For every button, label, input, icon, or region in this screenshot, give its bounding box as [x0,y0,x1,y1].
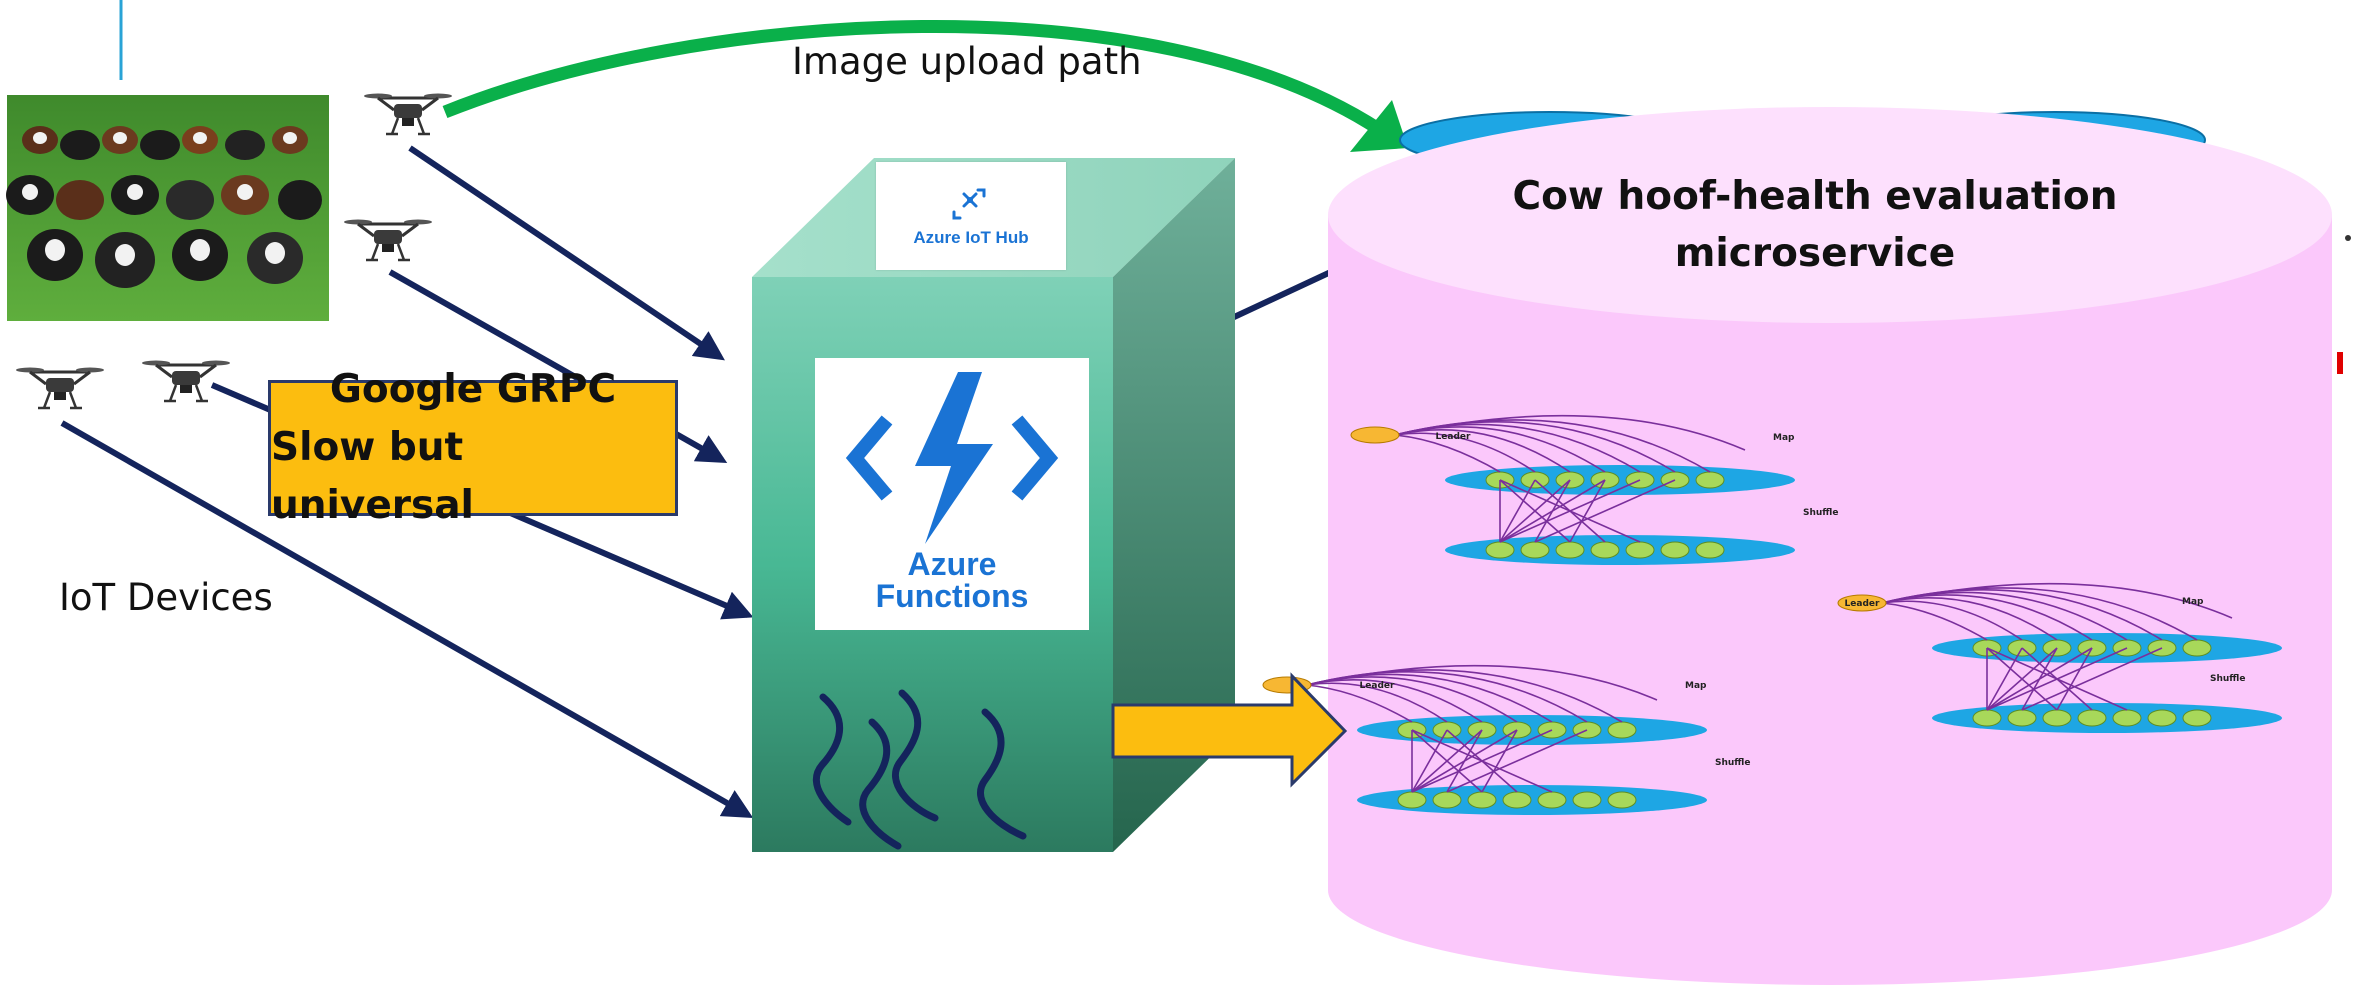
drone-icon [14,366,106,410]
shuffle-label: Shuffle [2210,674,2245,684]
grpc-subtitle: Slow but universal [271,425,474,528]
microservice-title-line2: microservice [1674,231,1956,276]
azure-iot-hub-label: Azure IoT Hub [913,228,1029,247]
shuffle-label: Shuffle [1803,508,1838,518]
cattle-photo [6,95,329,321]
map-label: Map [1773,433,1795,443]
drone-icon [140,359,232,403]
image-upload-path-label: Image upload path [792,40,1142,83]
azure-functions-icon [845,372,1059,544]
upload-arrowhead [1350,100,1408,152]
azure-functions-card: Azure Functions [815,358,1089,630]
edge-dot [2345,235,2351,241]
azure-functions-label: Azure Functions [815,548,1089,612]
wave-icon [812,689,1027,850]
grpc-callout: Google GRPC Slow but universal [268,367,678,528]
azure-iot-hub-card: Azure IoT Hub [876,162,1066,270]
yellow-arrow [1111,672,1348,788]
azure-functions-line1: Azure [907,546,997,582]
azure-iot-hub-icon [952,188,986,220]
leader-label: Leader [1360,681,1395,691]
map-label: Map [2182,597,2204,607]
iot-devices-label: IoT Devices [59,576,273,619]
leader-label: Leader [1436,432,1471,442]
drone-icon [342,218,434,262]
drone-icon [362,92,454,136]
shuffle-label: Shuffle [1715,758,1750,768]
map-label: Map [1685,681,1707,691]
microservice-title-line1: Cow hoof-health evaluation [1512,174,2118,219]
leader-label: Leader [1845,599,1880,609]
edge-mark [2337,352,2343,374]
grpc-title: Google GRPC [329,367,617,412]
microservice-title: Cow hoof-health evaluation microservice [1450,168,2180,282]
azure-functions-line2: Functions [875,578,1029,614]
upload-arrow [442,20,1384,136]
